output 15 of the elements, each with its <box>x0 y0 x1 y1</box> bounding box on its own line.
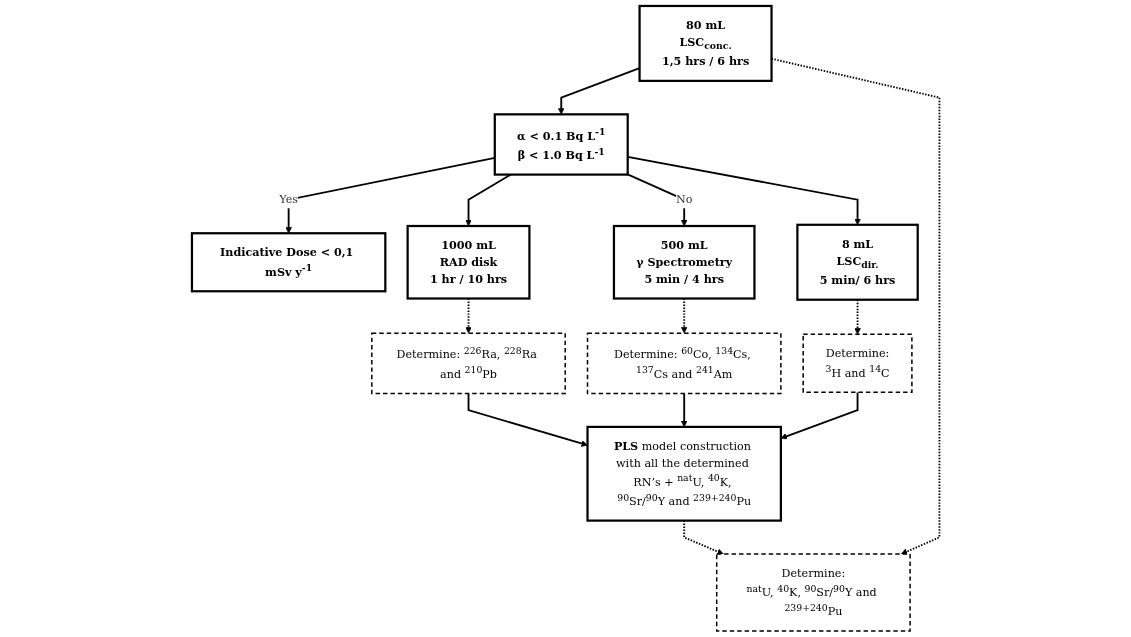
arrow <box>467 392 588 447</box>
node-box: 1000 mL RAD disk 1 hr / 10 hrs <box>406 224 531 300</box>
node-box: PLS model construction with all the determined RN’s + $^{nat}$U, $^{40}$K, $^{90}$Sr/$^{90}$Y and $^{239+240}$Pu <box>586 425 782 522</box>
node-box: Indicative Dose < 0,1 mSv y$^{-1}$ <box>190 232 387 293</box>
node-box: Determine: $^{3}$H and $^{14}$C <box>802 333 913 394</box>
node-box: Determine: $^{nat}$U, $^{40}$K, $^{90}$Sr/$^{90}$Y and $^{239+240}$Pu <box>715 553 911 632</box>
arrow <box>780 391 859 440</box>
node-box: 500 mL γ Spectrometry 5 min / 4 hrs <box>612 224 756 300</box>
node-box: 8 mL LSC$_{dir.}$ 5 min/ 6 hrs <box>796 223 919 301</box>
edge-label: Yes <box>279 192 298 207</box>
node-box: 80 mL LSC$_{conc.}$ 1,5 hrs / 6 hrs <box>638 4 773 82</box>
node-box: Determine: $^{60}$Co, $^{134}$Cs, $^{137}$Cs and $^{241}$Am <box>586 332 782 395</box>
node-box: Determine: $^{226}$Ra, $^{228}$Ra and $^{210}$Pb <box>370 332 566 395</box>
edge-label: No <box>675 192 693 207</box>
node-box: α < 0.1 Bq L$^{-1}$ β < 1.0 Bq L$^{-1}$ <box>493 113 629 176</box>
